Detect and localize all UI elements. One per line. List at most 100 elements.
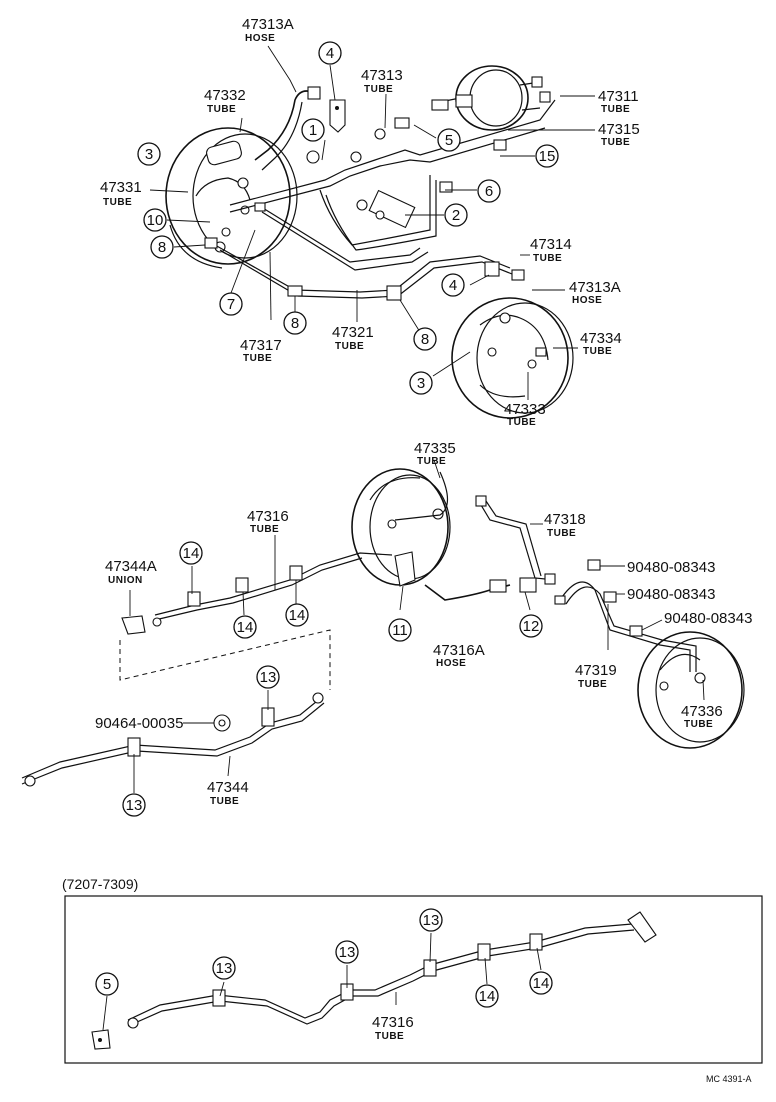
svg-text:5: 5 (103, 976, 111, 993)
svg-text:47316A: 47316A (433, 642, 485, 659)
callout-8-left: 8 (150, 235, 174, 259)
label-47321-tube: 47321 TUBE (332, 324, 374, 352)
label-47344A-union: 47344A UNION (105, 558, 157, 586)
label-47316-tube: 47316 TUBE (247, 508, 289, 535)
callout-3-left: 3 (137, 142, 161, 166)
callout-13-lower: 13 (122, 793, 146, 817)
svg-text:1: 1 (309, 122, 317, 139)
svg-text:8: 8 (158, 239, 166, 256)
rear-center-drum (351, 468, 451, 587)
callout-4-right: 4 (441, 273, 465, 297)
svg-text:13: 13 (216, 960, 233, 977)
label-47335-tube: 47335 TUBE (414, 440, 456, 467)
label-47332-tube: 47332 TUBE (204, 87, 246, 115)
footer-code: MC 4391-A (706, 1074, 752, 1084)
svg-text:TUBE: TUBE (103, 197, 132, 208)
label-47344-tube: 47344 TUBE (207, 779, 249, 807)
callout-13-upper: 13 (256, 665, 280, 689)
left-front-brake-drum (165, 127, 298, 269)
callout-10: 10 (143, 208, 167, 232)
callout-5-inset: 5 (95, 972, 119, 996)
callout-11: 11 (388, 618, 412, 642)
svg-text:TUBE: TUBE (601, 137, 630, 148)
label-90480-08343-c: 90480-08343 (664, 610, 752, 627)
label-47336-tube: 47336 TUBE (681, 703, 723, 730)
label-47315-tube: 47315 TUBE (598, 121, 640, 148)
svg-text:47344A: 47344A (105, 558, 157, 575)
svg-text:3: 3 (417, 375, 425, 392)
svg-text:3: 3 (145, 146, 153, 163)
svg-text:TUBE: TUBE (533, 253, 562, 264)
svg-text:5: 5 (445, 132, 453, 149)
callout-2: 2 (444, 203, 468, 227)
right-front-brake-drum (451, 297, 574, 419)
middle-callouts: 14 14 14 11 12 13 13 (122, 541, 543, 817)
svg-text:TUBE: TUBE (250, 524, 279, 535)
svg-text:13: 13 (126, 797, 143, 814)
svg-text:11: 11 (392, 622, 408, 639)
svg-text:8: 8 (421, 331, 429, 348)
svg-text:14: 14 (237, 619, 254, 636)
svg-text:47332: 47332 (204, 87, 246, 104)
svg-text:14: 14 (479, 988, 496, 1005)
svg-text:47313: 47313 (361, 67, 403, 84)
callout-12: 12 (519, 614, 543, 638)
callout-15: 15 (535, 144, 559, 168)
svg-text:47335: 47335 (414, 440, 456, 457)
front-tube-network (204, 86, 556, 301)
label-47314-tube: 47314 TUBE (530, 236, 572, 264)
label-47313-tube: 47313 TUBE (361, 67, 403, 95)
svg-text:47334: 47334 (580, 330, 622, 347)
svg-text:47344: 47344 (207, 779, 249, 796)
middle-part-labels: 47335 TUBE 47316 TUBE 47318 TUBE 47344A … (95, 440, 752, 807)
label-47317-tube: 47317 TUBE (240, 337, 282, 364)
label-90480-08343-b: 90480-08343 (627, 586, 715, 603)
svg-text:TUBE: TUBE (583, 346, 612, 357)
svg-text:7: 7 (227, 296, 235, 313)
svg-text:6: 6 (485, 183, 493, 200)
callout-13-inset-c: 13 (419, 908, 443, 932)
rear-brake-assembly (21, 459, 745, 793)
svg-text:UNION: UNION (108, 575, 143, 586)
inset-part-labels: (7207-7309) 47316 TUBE (62, 876, 414, 1042)
svg-text:4: 4 (326, 45, 334, 62)
svg-text:TUBE: TUBE (547, 528, 576, 539)
callout-14-inset-a: 14 (475, 984, 499, 1008)
svg-text:47313A: 47313A (569, 279, 621, 296)
callout-14-b: 14 (233, 615, 257, 639)
svg-text:14: 14 (533, 975, 550, 992)
svg-text:47333: 47333 (504, 401, 546, 418)
svg-text:2: 2 (452, 207, 460, 224)
svg-text:47316: 47316 (372, 1014, 414, 1031)
svg-text:47311: 47311 (598, 88, 639, 105)
callout-3-right: 3 (409, 371, 433, 395)
rear-right-drum (637, 631, 745, 749)
callout-14-a: 14 (179, 541, 203, 565)
front-brake-assembly (149, 45, 595, 419)
callout-13-inset-b: 13 (335, 940, 359, 964)
brake-booster (431, 65, 551, 131)
label-47333-tube: 47333 TUBE (504, 401, 546, 428)
svg-text:10: 10 (147, 212, 164, 229)
svg-text:HOSE: HOSE (245, 33, 275, 44)
label-90480-08343-a: 90480-08343 (627, 559, 715, 576)
svg-text:TUBE: TUBE (335, 341, 364, 352)
svg-text:TUBE: TUBE (375, 1031, 404, 1042)
svg-text:13: 13 (260, 669, 277, 686)
middle-leader-lines (129, 459, 705, 793)
label-47316A-hose: 47316A HOSE (433, 642, 485, 669)
label-47313A-hose-right: 47313A HOSE (569, 279, 621, 306)
svg-text:47314: 47314 (530, 236, 572, 253)
svg-text:HOSE: HOSE (572, 295, 602, 306)
svg-text:TUBE: TUBE (507, 417, 536, 428)
svg-text:14: 14 (183, 545, 200, 562)
label-47331-tube: 47331 TUBE (100, 179, 142, 208)
label-47319-tube: 47319 TUBE (575, 662, 617, 690)
svg-text:47318: 47318 (544, 511, 586, 528)
svg-text:TUBE: TUBE (684, 719, 713, 730)
callout-7: 7 (219, 292, 243, 316)
svg-text:47319: 47319 (575, 662, 617, 679)
callout-14-c: 14 (285, 603, 309, 627)
svg-text:47313A: 47313A (242, 16, 294, 33)
